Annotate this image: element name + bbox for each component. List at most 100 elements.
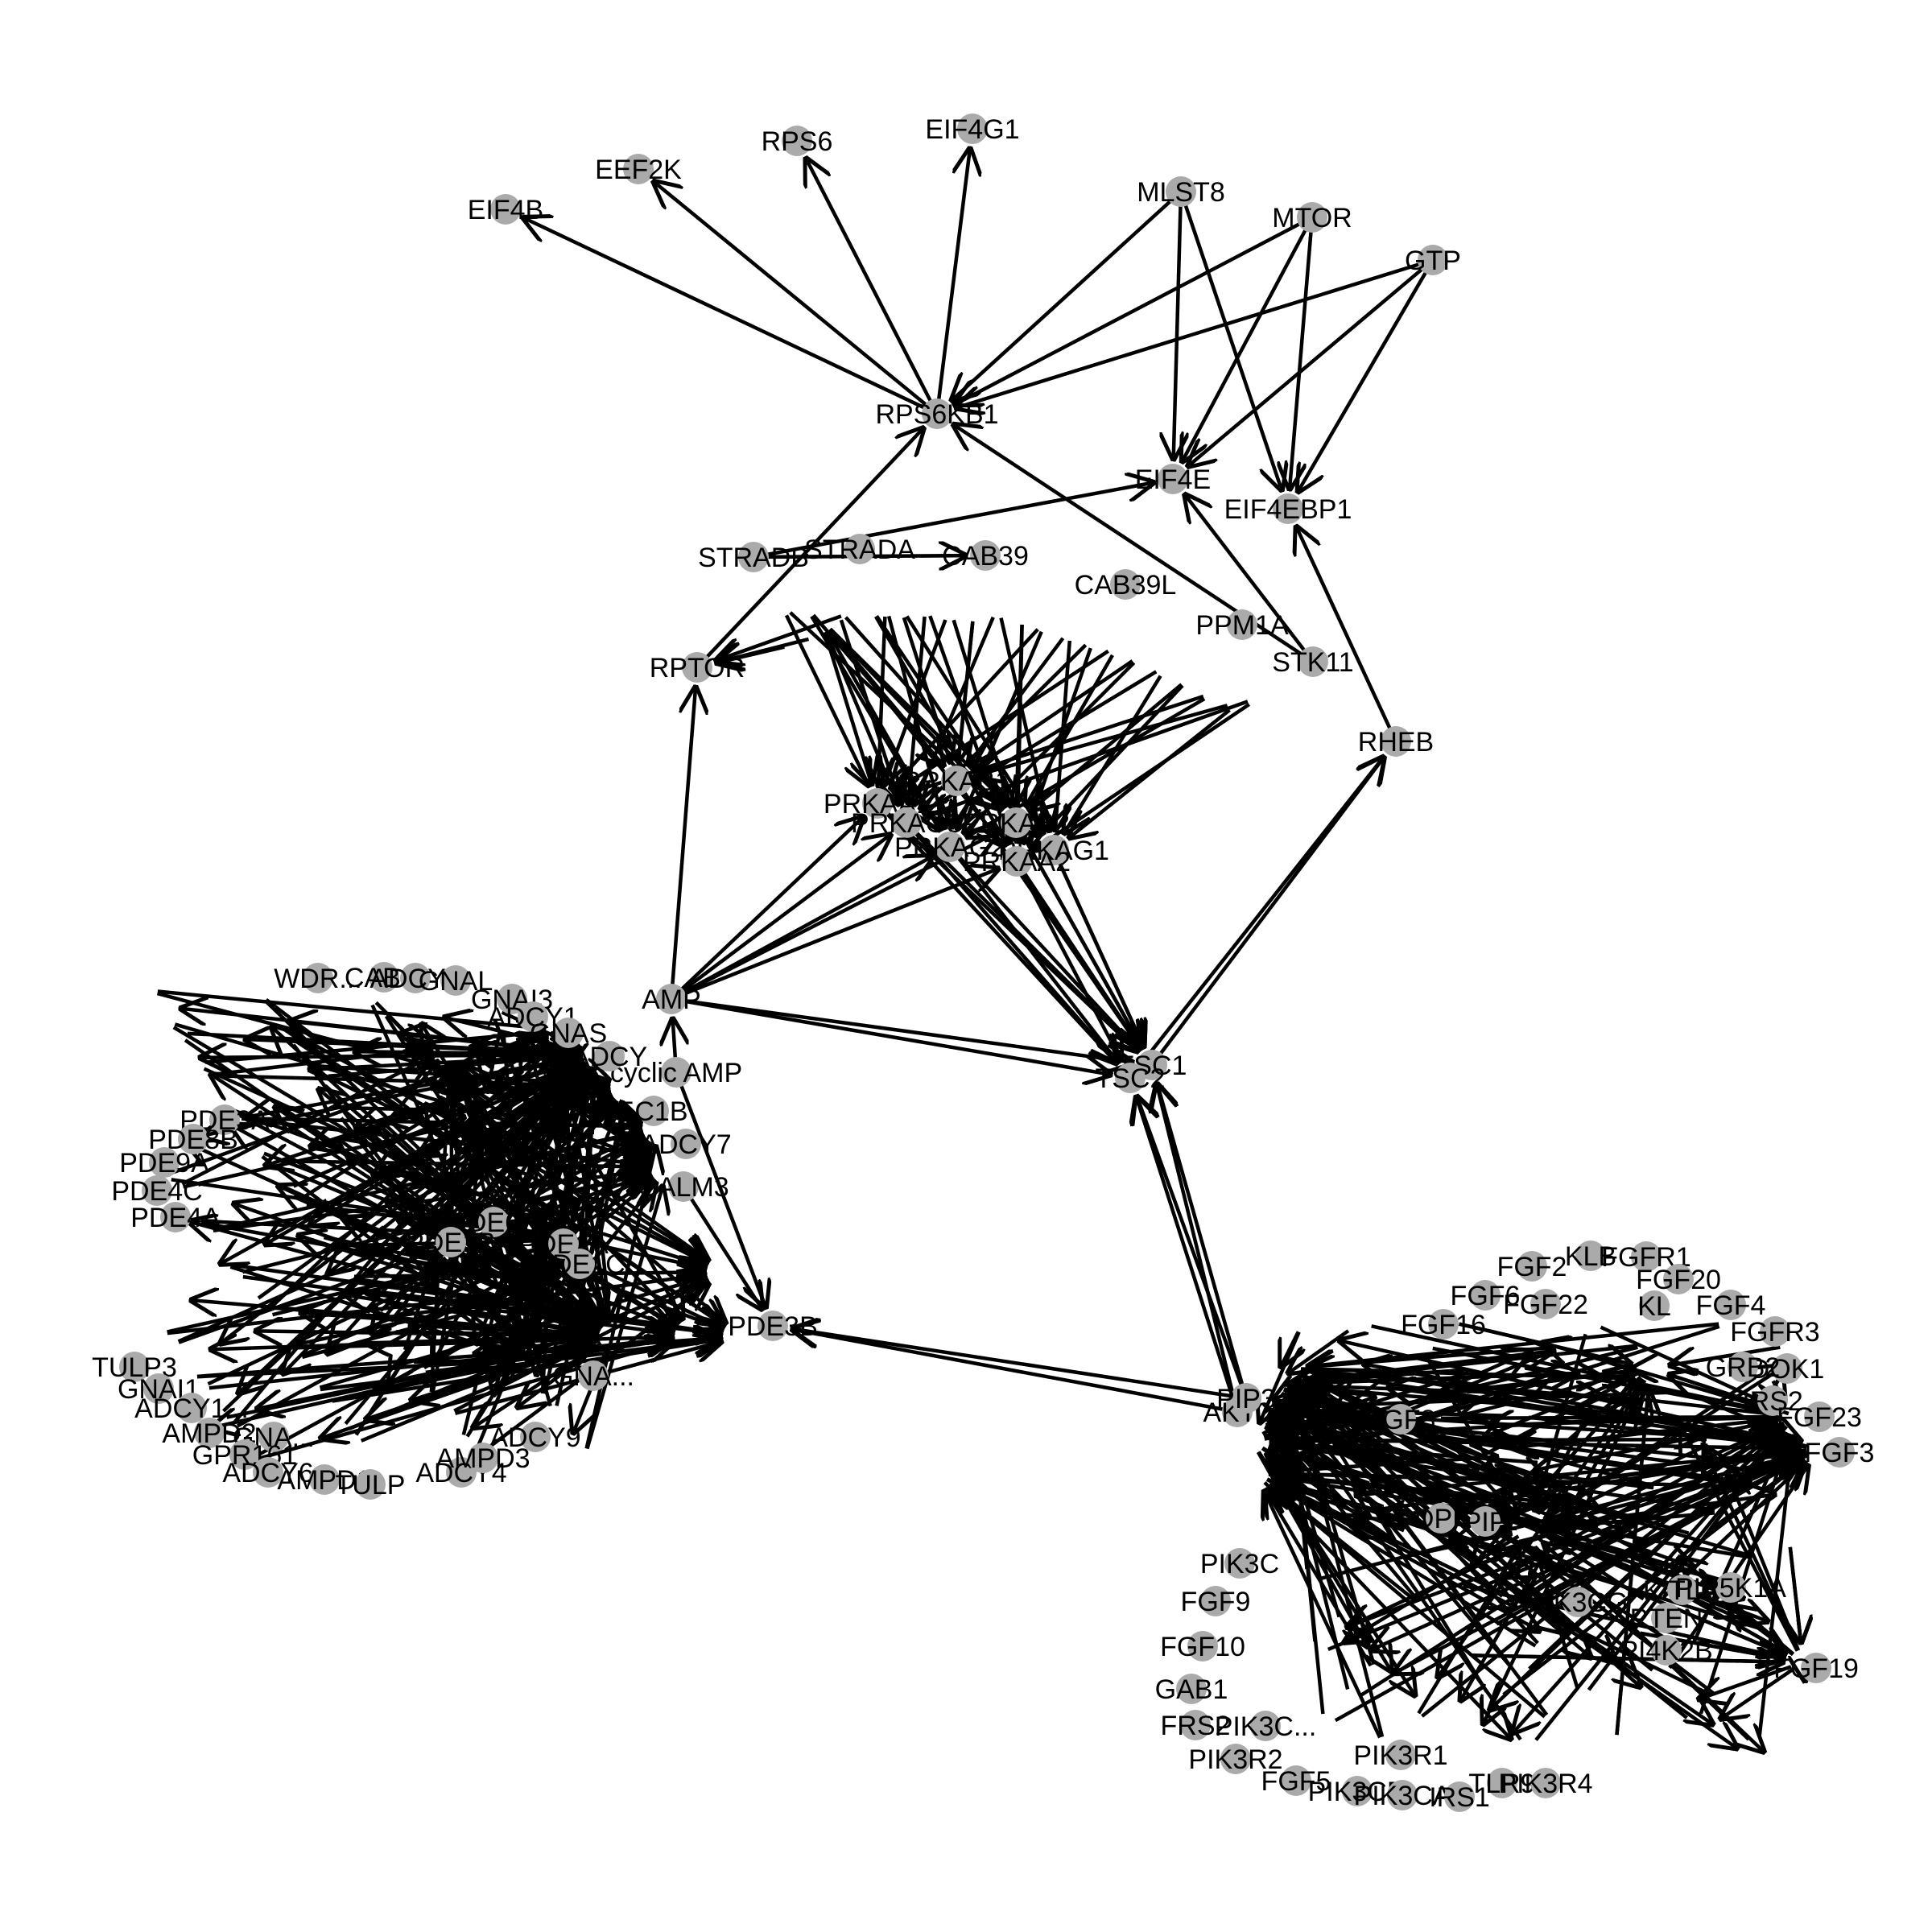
edge-arrow	[255, 1342, 674, 1461]
node-pik3r2: PIK3R2	[1188, 1744, 1283, 1775]
node-label: PDE4C	[111, 1176, 202, 1207]
node-dot	[564, 1249, 595, 1279]
edges-layer	[156, 148, 1808, 1752]
node-label: FGF6	[1451, 1281, 1521, 1311]
edge-arrow	[716, 647, 785, 663]
node-dot	[623, 154, 654, 184]
edge-arrow	[952, 199, 1173, 401]
node-label: EIF4EBP1	[1224, 494, 1352, 525]
node-dot	[440, 965, 471, 996]
node-dot	[738, 542, 769, 572]
node-dot	[1110, 569, 1141, 600]
node-dot	[1297, 202, 1327, 233]
edge-arrow	[1402, 1534, 1511, 1559]
node-dot	[149, 1147, 180, 1178]
edge-arrow	[1798, 1620, 1801, 1643]
node-tulp: TULP	[336, 1469, 405, 1501]
node-fgf16: FGF16	[1401, 1309, 1486, 1340]
node-label: RPS6KB1	[875, 399, 998, 430]
edge-arrow	[314, 1069, 707, 1263]
node-dot	[309, 1464, 340, 1495]
node-eif4g1: EIF4G1	[925, 114, 1020, 145]
node-prkag3: PRKAG3	[851, 807, 962, 839]
node-pik3ca: PIK3CA	[1354, 1780, 1451, 1811]
edge-arrow	[1538, 1405, 1593, 1512]
node-dot	[1387, 1780, 1418, 1810]
node-dot	[1273, 493, 1303, 524]
node-pde4c: PDE4C	[111, 1175, 203, 1207]
edge-arrow	[956, 856, 1118, 1063]
node-label: MLST8	[1137, 177, 1225, 208]
node-label: PI4K2B	[1620, 1636, 1712, 1666]
node-dot	[1639, 1290, 1670, 1321]
node-tlr9: TLR9	[1468, 1768, 1536, 1799]
edge-arrow	[683, 869, 999, 997]
node-dot	[1651, 1635, 1682, 1666]
node-dot	[1418, 245, 1448, 275]
node-label: PRKAG2	[894, 832, 1005, 863]
node-label: EEF2K	[595, 155, 682, 185]
edge-arrow	[1728, 1474, 1801, 1651]
node-dot	[490, 194, 521, 225]
node-dot	[578, 1360, 609, 1391]
edge-arrow	[823, 631, 872, 785]
node-dot	[1200, 1586, 1231, 1616]
edge-arrow	[1300, 1368, 1652, 1423]
node-label: KLB	[1565, 1241, 1616, 1272]
node-dot	[1757, 1385, 1788, 1416]
edge-arrow	[1274, 1414, 1690, 1535]
node-dot	[400, 963, 431, 993]
node-dot	[1001, 807, 1031, 838]
node-label: RPS6	[762, 126, 833, 157]
edge-arrow	[157, 989, 544, 1029]
edge-arrow	[1471, 1655, 1784, 1662]
node-label: ADCY6	[222, 1458, 313, 1488]
node-pde4a: PDE4A	[130, 1202, 221, 1233]
node-label: PIK3C...	[1215, 1711, 1317, 1742]
node-dot	[1772, 1353, 1802, 1384]
node-strada: STRADA	[804, 534, 915, 565]
node-frs2: FRS2	[1161, 1710, 1231, 1741]
node-kitlg: KITLG	[1643, 1575, 1722, 1606]
node-label: FGF23	[1777, 1402, 1862, 1433]
edge-arrow	[1298, 1373, 1646, 1554]
node-fgf10: FGF10	[1160, 1631, 1245, 1662]
node-dot	[1651, 1603, 1682, 1633]
node-kl: KL	[1637, 1290, 1671, 1322]
edge-arrow	[913, 831, 1118, 1063]
node-pip: PIP	[1463, 1506, 1507, 1538]
node-dot	[891, 807, 922, 838]
node-label: DOK1	[1750, 1354, 1825, 1385]
node-prkab1: PRKAB1	[902, 766, 1010, 797]
node-dot	[355, 1469, 386, 1500]
edge-arrow	[1542, 1343, 1784, 1415]
edge-arrow	[1307, 1322, 1719, 1367]
node-label: AMP	[642, 985, 701, 1015]
node-label: RPTOR	[650, 653, 745, 683]
node-dot	[194, 1418, 225, 1448]
node-label: FRS2	[1161, 1711, 1231, 1741]
node-label: GTP	[1405, 246, 1461, 276]
node-dot	[957, 114, 988, 144]
node-pik3r1: PIK3R1	[1353, 1740, 1448, 1771]
node-dot	[1824, 1437, 1855, 1468]
edge-arrow	[584, 1145, 683, 1319]
node-klb: KLB	[1565, 1241, 1616, 1272]
node-label: ADCY7	[640, 1129, 731, 1160]
node-label: cyclic AMP	[610, 1058, 742, 1088]
node-eif4b: EIF4B	[468, 194, 543, 225]
node-label: IRS2	[1742, 1386, 1803, 1417]
node-amp: AMP	[642, 984, 701, 1015]
node-dot	[1224, 1548, 1255, 1579]
node-pde9a: PDE9A	[119, 1147, 209, 1179]
edge-arrow	[1668, 1465, 1808, 1670]
node-label: FGFR3	[1730, 1317, 1819, 1348]
node-adcy9: ADCY9	[489, 1422, 581, 1453]
node-ppm1a: PPM1A	[1195, 609, 1289, 641]
node-gnai1: GNAI1	[118, 1373, 200, 1405]
edge-arrow	[283, 1028, 724, 1326]
node-pde1b: PDE1B	[406, 1227, 496, 1258]
edge-arrow	[1720, 1668, 1794, 1719]
node-mtor: MTOR	[1272, 202, 1352, 233]
edge-arrow	[914, 830, 1138, 1051]
